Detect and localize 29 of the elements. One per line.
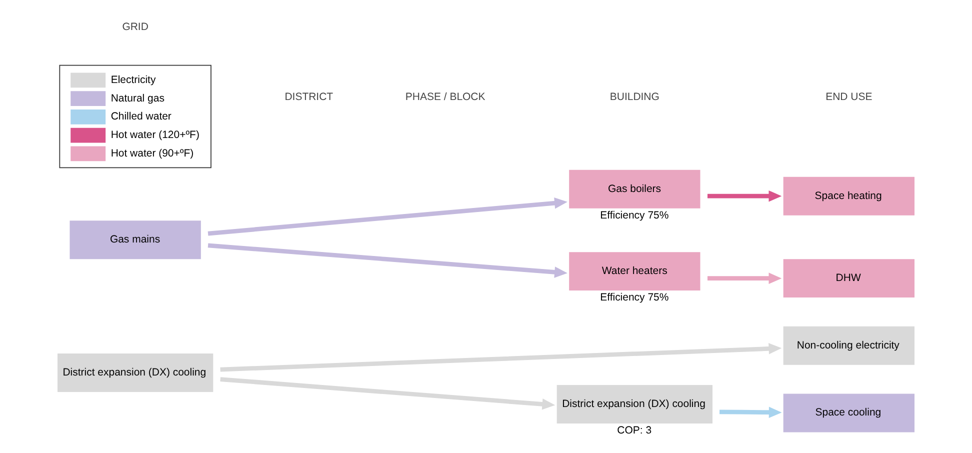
node-box: Space heating xyxy=(783,176,914,216)
node-box: Gas mains xyxy=(70,220,201,260)
node-label: COP: 3 xyxy=(617,426,652,437)
node-box: DHW xyxy=(783,259,914,298)
legend-label: Hot water (120+ºF) xyxy=(110,130,200,142)
arrow xyxy=(720,406,782,418)
legend-label: Hot water (90+ºF) xyxy=(110,148,194,160)
node-box: District expansion (DX) cooling xyxy=(556,385,712,424)
label: DISTRICT xyxy=(284,92,334,104)
arrow xyxy=(707,190,782,202)
label: END USE xyxy=(826,92,872,104)
label: GRID xyxy=(122,22,148,34)
arrow xyxy=(220,343,782,372)
arrow xyxy=(208,197,568,236)
label: PHASE / BLOCK xyxy=(405,92,486,104)
arrow xyxy=(707,272,782,284)
node-box: Water heaters xyxy=(569,252,700,291)
node-box: Non-cooling electricity xyxy=(783,326,914,365)
node-box: Space cooling xyxy=(783,394,914,432)
node-box: Gas boilers xyxy=(569,170,700,208)
legend-label: Natural gas xyxy=(110,93,164,104)
node-label: Efficiency 75% xyxy=(600,210,669,222)
arrow xyxy=(208,243,568,278)
legend-label: Chilled water xyxy=(110,112,172,123)
label: BUILDING xyxy=(610,92,660,104)
node-box: District expansion (DX) cooling xyxy=(58,354,214,392)
legend-label: Electricity xyxy=(110,74,156,86)
node-label: Efficiency 75% xyxy=(600,292,669,304)
arrow xyxy=(220,377,556,410)
